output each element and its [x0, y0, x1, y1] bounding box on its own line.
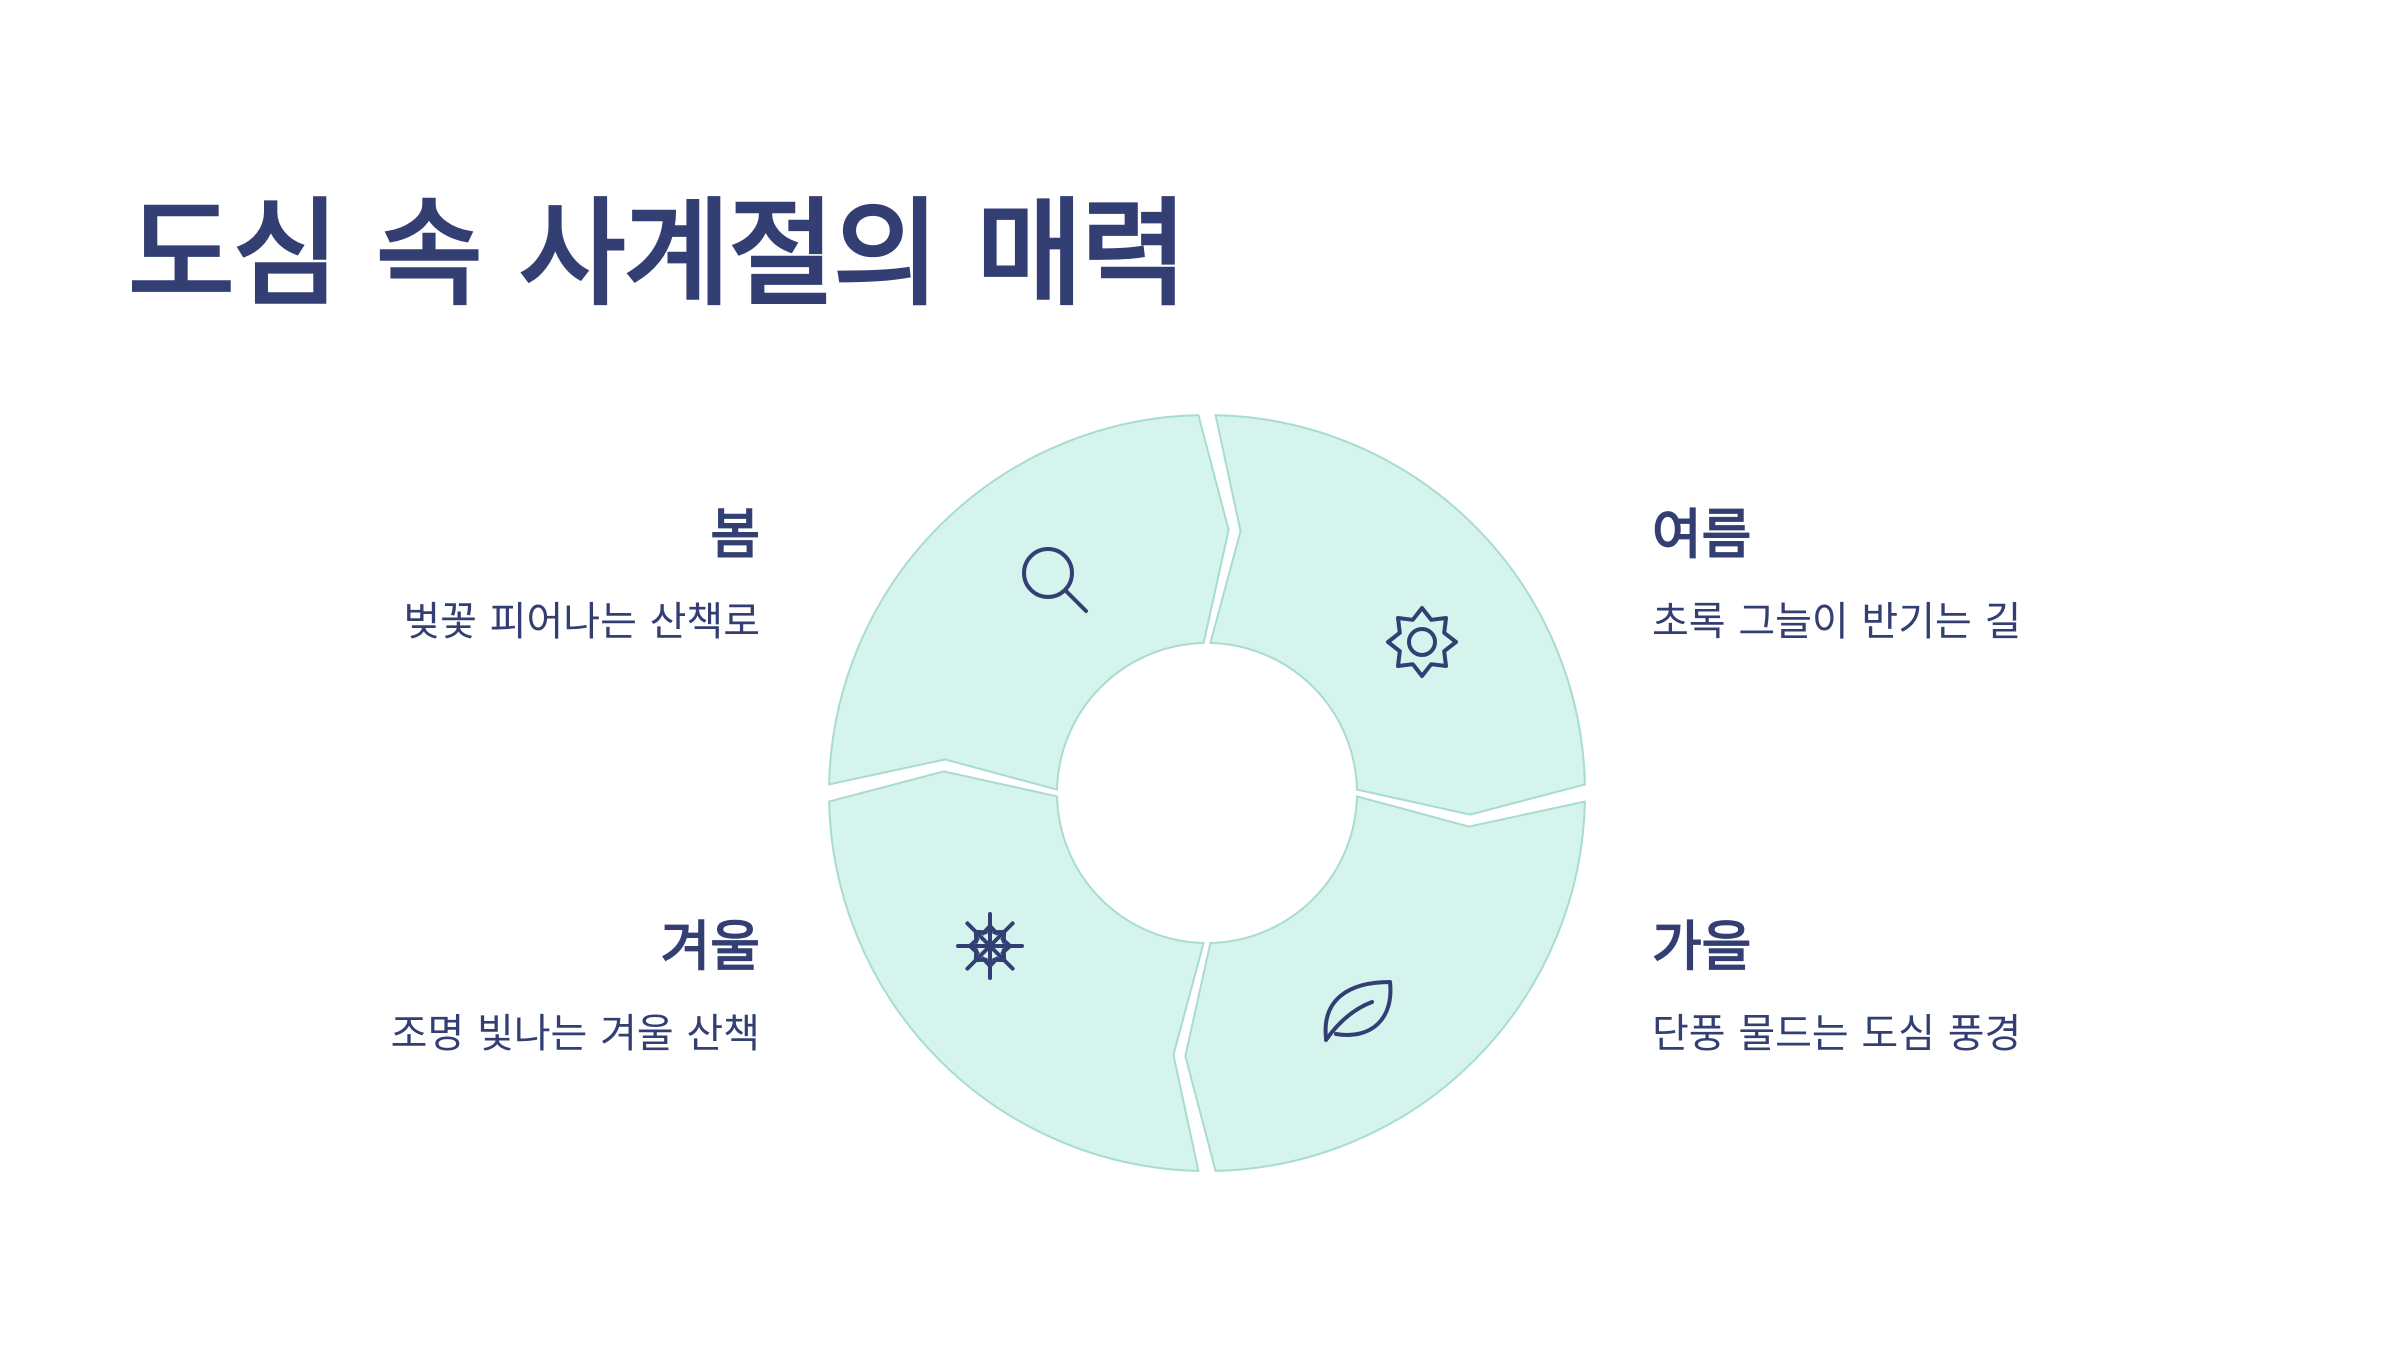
season-desc-winter: 조명 빛나는 겨울 산책	[390, 1011, 760, 1057]
segment-spring	[828, 414, 1230, 791]
segment-summer	[1209, 414, 1586, 816]
segment-winter	[828, 770, 1205, 1172]
season-name-summer: 여름	[1652, 503, 1752, 566]
season-spring: 봄 벚꽃 피어나는 산책로	[200, 500, 760, 650]
season-desc-summer: 초록 그늘이 반기는 길	[1652, 599, 2022, 645]
cycle-icons	[956, 547, 1458, 1042]
season-winter: 겨울 조명 빛나는 겨울 산책	[200, 912, 760, 1062]
leaf-icon	[1323, 980, 1393, 1042]
season-desc-autumn: 단풍 물드는 도심 풍경	[1652, 1011, 2022, 1057]
season-autumn: 가을 단풍 물드는 도심 풍경	[1652, 912, 2212, 1062]
season-summer: 여름 초록 그늘이 반기는 길	[1652, 500, 2212, 650]
sun-icon	[1386, 606, 1458, 678]
season-name-winter: 겨울	[660, 915, 760, 978]
season-desc-spring: 벚꽃 피어나는 산책로	[403, 599, 760, 645]
magnifier-icon	[1022, 547, 1088, 613]
snowflake-icon	[956, 912, 1024, 980]
season-name-autumn: 가을	[1652, 915, 1752, 978]
season-name-spring: 봄	[710, 503, 760, 566]
page-title: 도심 속 사계절의 매력	[128, 187, 1188, 322]
cycle-segments	[828, 414, 1586, 1172]
